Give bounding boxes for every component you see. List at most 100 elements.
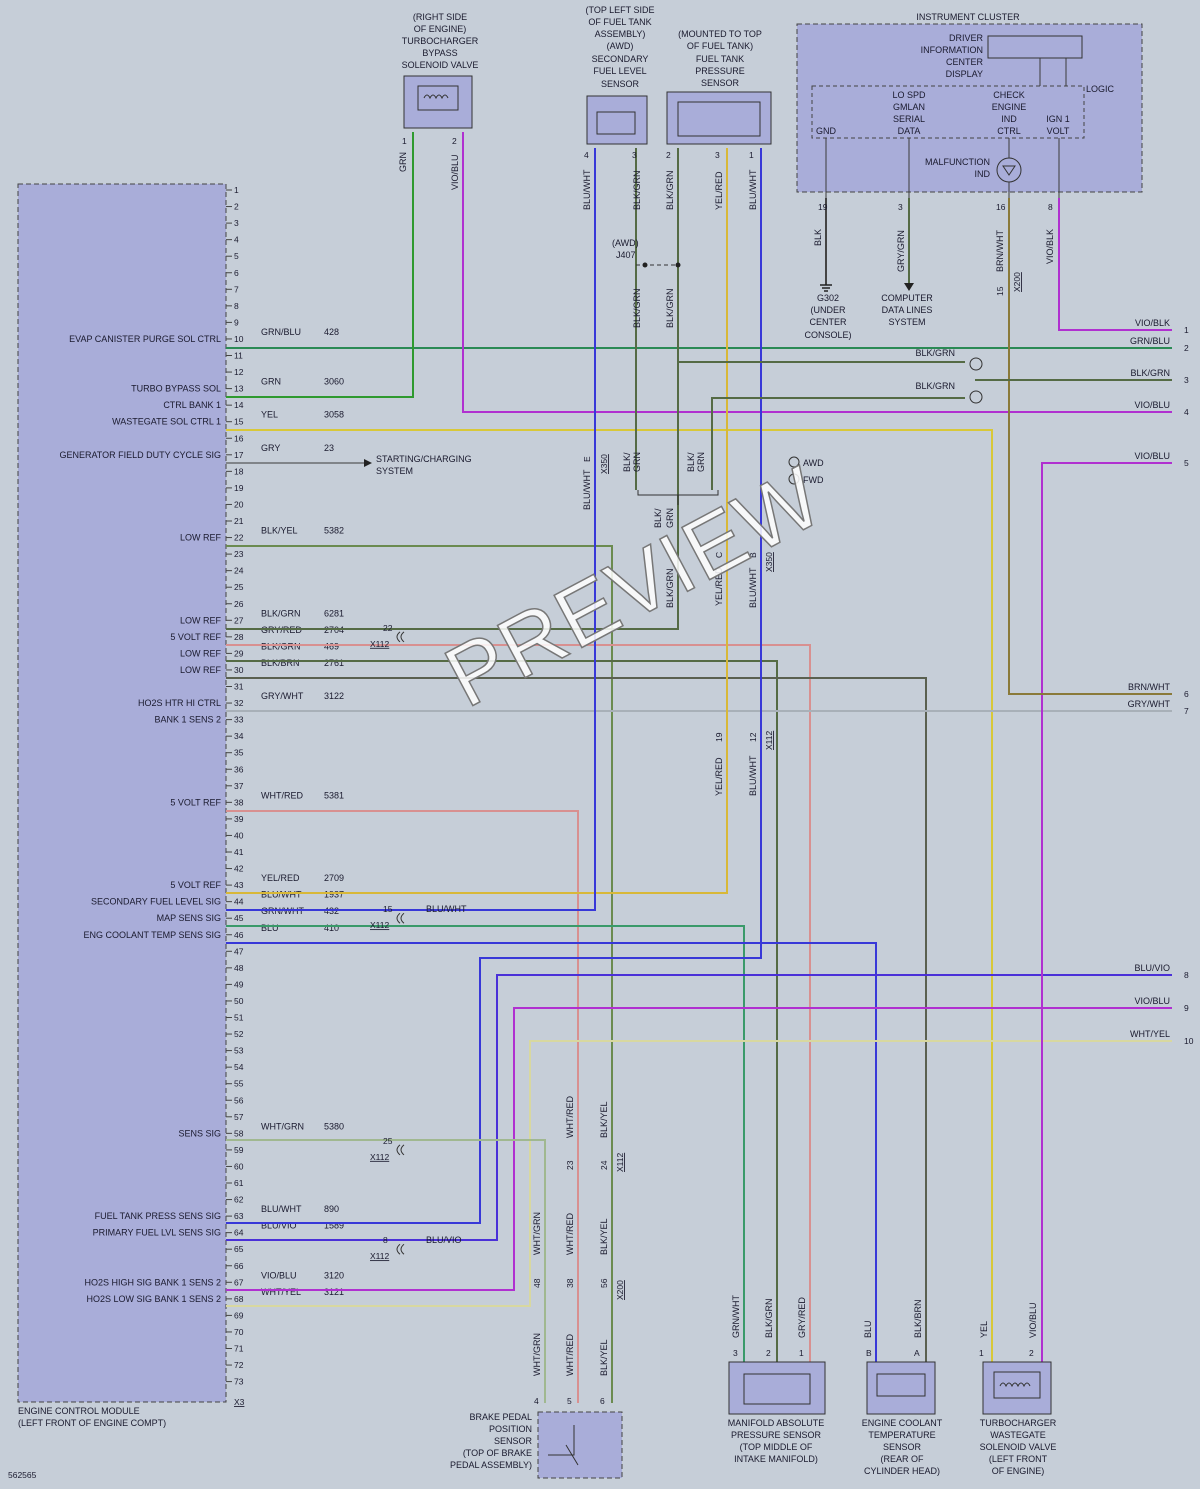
- ecm-pin-number: 64: [234, 1228, 244, 1238]
- cluster-pin-19: 19: [818, 202, 828, 212]
- svg-text:FUEL LEVEL: FUEL LEVEL: [593, 66, 646, 76]
- ecm-pin-number: 57: [234, 1112, 244, 1122]
- ecm-signal-label: LOW REF: [180, 615, 222, 625]
- ecm-pin-number: 6: [234, 268, 239, 278]
- ecm-wire-circuit: 428: [324, 327, 339, 337]
- svg-text:CENTER: CENTER: [946, 57, 984, 67]
- ecm-pin-number: 34: [234, 731, 244, 741]
- svg-text:WHT/GRN: WHT/GRN: [532, 1333, 542, 1376]
- g302-label: G302 (UNDER CENTER CONSOLE): [804, 293, 851, 340]
- ecm-wire-circuit: 469: [324, 641, 339, 651]
- x112-connector-name: X112: [370, 1152, 389, 1162]
- map-sensor: [728, 1361, 826, 1415]
- brake-pin-6: 6: [600, 1396, 605, 1406]
- ecm-module: [17, 183, 227, 1403]
- computer-data-label: COMPUTER DATA LINES SYSTEM: [881, 293, 933, 327]
- ecm-wire-color: GRN: [261, 377, 281, 387]
- x112-connector-name: X112: [370, 1251, 389, 1261]
- fwd-marker: [788, 473, 800, 485]
- ecm-pin-number: 54: [234, 1062, 244, 1072]
- svg-text:(TOP MIDDLE OF: (TOP MIDDLE OF: [740, 1442, 813, 1452]
- svg-text:X112: X112: [764, 731, 774, 750]
- ecm-pin-number: 55: [234, 1079, 244, 1089]
- svg-text:GRY/GRN: GRY/GRN: [896, 230, 906, 272]
- cluster-pin-8: 8: [1048, 202, 1053, 212]
- right-edge-connector-number: 9: [1184, 1003, 1189, 1013]
- cluster-pin-labels: GND LO SPD GMLAN SERIAL DATA CHECK ENGIN…: [816, 90, 1070, 136]
- ect-sensor: [866, 1361, 936, 1415]
- wire-wht-red-38: [226, 810, 579, 1403]
- secondary-sensor-title: (TOP LEFT SIDE OF FUEL TANK ASSEMBLY) (A…: [585, 5, 654, 89]
- j407-awd: (AWD): [612, 238, 639, 248]
- x112-connector-symbol: [396, 1243, 405, 1255]
- ecm-pin-number: 23: [234, 549, 244, 559]
- ecm-pin-number: 15: [234, 417, 244, 427]
- ecm-wire-circuit: 5381: [324, 790, 344, 800]
- right-edge-wire-label: GRN/BLU: [1130, 336, 1170, 346]
- svg-text:YEL/RED: YEL/RED: [714, 171, 724, 210]
- ecm-wire-color: VIO/BLU: [261, 1270, 297, 1280]
- ecm-wire-circuit: 3122: [324, 691, 344, 701]
- svg-text:PRESSURE SENSOR: PRESSURE SENSOR: [731, 1430, 822, 1440]
- right-edge-wire-label: VIO/BLU: [1134, 996, 1170, 1006]
- ecm-pin-number: 29: [234, 648, 244, 658]
- x112-pin-number: 22: [383, 623, 393, 633]
- ecm-pin-number: 63: [234, 1211, 244, 1221]
- svg-text:BYPASS: BYPASS: [422, 48, 457, 58]
- svg-text:INTAKE MANIFOLD): INTAKE MANIFOLD): [734, 1454, 818, 1464]
- wire-yel-15: [226, 429, 993, 1362]
- svg-text:COMPUTER: COMPUTER: [881, 293, 933, 303]
- svg-text:WHT/RED: WHT/RED: [565, 1334, 575, 1376]
- ecm-pin-number: 51: [234, 1013, 244, 1023]
- ecm-signal-label: HO2S HTR HI CTRL: [138, 698, 221, 708]
- x112-connector-symbol: [396, 912, 405, 924]
- svg-text:BLU/WHT: BLU/WHT: [748, 567, 758, 608]
- cluster-title: INSTRUMENT CLUSTER: [916, 12, 1020, 22]
- x112-connector-symbol: [396, 1144, 405, 1156]
- logic-label: LOGIC: [1086, 84, 1115, 94]
- ecm-signal-label: PRIMARY FUEL LVL SENS SIG: [93, 1228, 221, 1238]
- starting-label: STARTING/CHARGING: [376, 454, 472, 464]
- svg-text:SECONDARY: SECONDARY: [592, 54, 649, 64]
- map-sensor-element: [743, 1373, 811, 1405]
- ecm-pin-number: 65: [234, 1244, 244, 1254]
- svg-text:CYLINDER HEAD): CYLINDER HEAD): [864, 1466, 940, 1476]
- brake-pedal-sensor: [537, 1411, 623, 1479]
- svg-text:TURBOCHARGER: TURBOCHARGER: [980, 1418, 1057, 1428]
- ecm-signal-label: LOW REF: [180, 533, 222, 543]
- brake-pin-4: 4: [534, 1396, 539, 1406]
- svg-text:BLK/YEL: BLK/YEL: [599, 1218, 609, 1255]
- ecm-wire-circuit: 2761: [324, 658, 344, 668]
- svg-text:WHT/GRN: WHT/GRN: [532, 1212, 542, 1255]
- ecm-wire-color: WHT/GRN: [261, 1121, 304, 1131]
- svg-text:VIO/BLU: VIO/BLU: [450, 154, 460, 190]
- ecm-wire-color: BLU: [261, 923, 279, 933]
- turbo-pin-1: 1: [402, 136, 407, 146]
- ecm-pin-number: 60: [234, 1161, 244, 1171]
- ecm-wire-color: BLK/GRN: [261, 641, 301, 651]
- svg-text:56: 56: [599, 1278, 609, 1288]
- svg-text:GRN: GRN: [665, 508, 675, 528]
- lamp-diode: [1002, 165, 1016, 176]
- svg-text:BLK/BRN: BLK/BRN: [913, 1299, 923, 1338]
- right-edge-wire-label: BRN/WHT: [1128, 682, 1170, 692]
- svg-text:VIO/BLK: VIO/BLK: [1045, 229, 1055, 264]
- svg-text:15: 15: [995, 286, 1005, 296]
- ecm-signal-label: HO2S HIGH SIG BANK 1 SENS 2: [84, 1277, 221, 1287]
- ground-symbol: [820, 284, 832, 292]
- ecm-wire-color: BLK/GRN: [261, 608, 301, 618]
- ecm-signal-label: HO2S LOW SIG BANK 1 SENS 2: [86, 1294, 221, 1304]
- svg-text:DATA: DATA: [898, 126, 921, 136]
- wire-vio-blu-4: [462, 132, 1172, 413]
- wire-wht-grn-58: [226, 1139, 546, 1403]
- svg-text:ENGINE COOLANT: ENGINE COOLANT: [862, 1418, 943, 1428]
- right-edge-connector-number: 10: [1184, 1036, 1194, 1046]
- ecm-wire-color: YEL: [261, 410, 278, 420]
- ecm-pin-number: 52: [234, 1029, 244, 1039]
- svg-text:48: 48: [532, 1278, 542, 1288]
- wire-grn-13: [226, 132, 414, 398]
- svg-text:CTRL: CTRL: [997, 126, 1021, 136]
- ecm-pin-number: 70: [234, 1327, 244, 1337]
- svg-text:BLU/WHT: BLU/WHT: [582, 169, 592, 210]
